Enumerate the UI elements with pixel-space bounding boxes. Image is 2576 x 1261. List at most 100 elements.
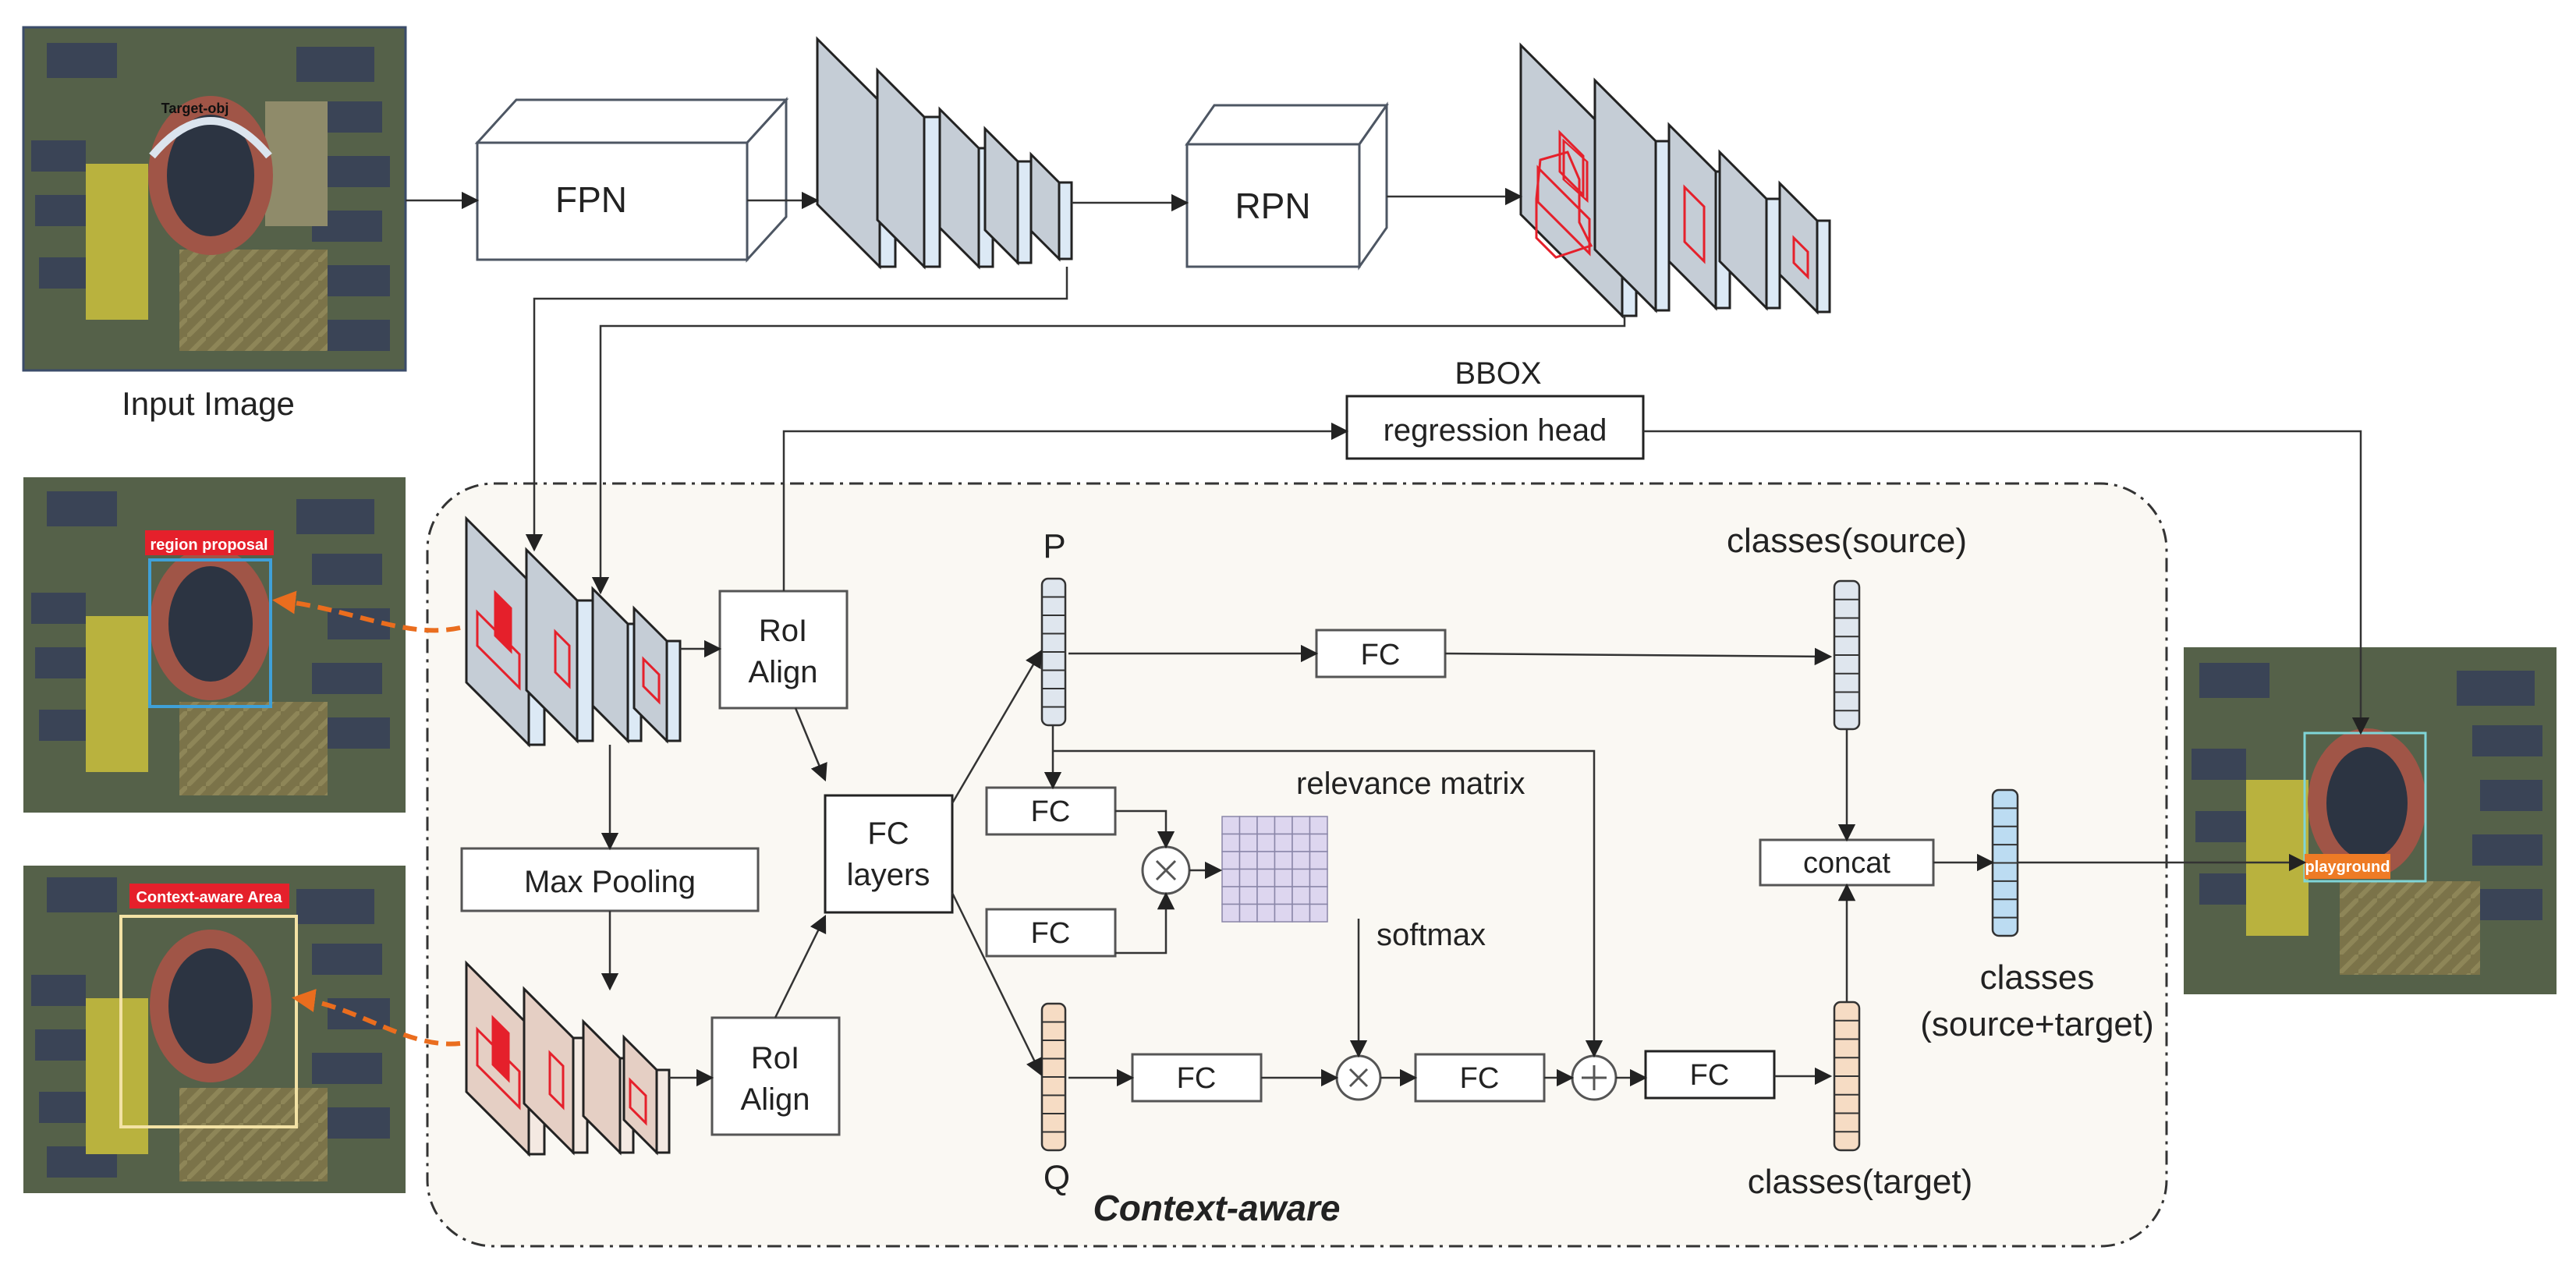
fc-layers-block: FC layers bbox=[824, 794, 954, 914]
relevance-matrix-cell bbox=[1292, 816, 1311, 835]
svg-text:FC: FC bbox=[1361, 639, 1401, 671]
relevance-matrix-label: relevance matrix bbox=[1296, 767, 1525, 801]
classes-all-label-2: (source+target) bbox=[1920, 1005, 2154, 1043]
relevance-matrix-cell bbox=[1274, 886, 1293, 905]
relevance-matrix-cell bbox=[1256, 851, 1276, 870]
region-proposal-image: region proposal bbox=[23, 477, 406, 813]
rpn-label: RPN bbox=[1235, 186, 1310, 226]
relevance-matrix-cell bbox=[1309, 868, 1328, 887]
fpn-block: FPN bbox=[474, 97, 789, 263]
fpn-label: FPN bbox=[555, 179, 627, 220]
relevance-matrix-cell bbox=[1292, 903, 1311, 923]
fc-q-branch-1: FC bbox=[1131, 1053, 1263, 1103]
svg-text:FC: FC bbox=[1460, 1062, 1500, 1095]
relevance-matrix-cell bbox=[1238, 903, 1258, 923]
roi-align-bottom: RoI Align bbox=[710, 1016, 841, 1136]
svg-text:Max Pooling: Max Pooling bbox=[524, 865, 696, 899]
multiply-operator-1 bbox=[1141, 845, 1191, 895]
relevance-matrix-cell bbox=[1292, 833, 1311, 852]
fc-q-branch-2: FC bbox=[1414, 1053, 1546, 1103]
relevance-matrix-cell bbox=[1274, 903, 1293, 923]
relevance-matrix-cell bbox=[1309, 816, 1328, 835]
context-area-tag: Context-aware Area bbox=[136, 889, 282, 906]
bbox-head-label: regression head bbox=[1384, 413, 1607, 448]
svg-text:FC: FC bbox=[1031, 795, 1071, 828]
fc-target-block: FC bbox=[1644, 1050, 1776, 1100]
fc-p-block: FC bbox=[985, 786, 1117, 836]
context-feature-maps bbox=[465, 960, 671, 1157]
rpn-feature-maps bbox=[1519, 42, 1831, 319]
connectors bbox=[406, 187, 2370, 1087]
max-pooling-block: Max Pooling bbox=[460, 847, 760, 912]
rpn-block: RPN bbox=[1185, 101, 1389, 271]
add-operator bbox=[1571, 1054, 1618, 1101]
roi-align-top: RoI Align bbox=[718, 590, 849, 710]
svg-text:layers: layers bbox=[847, 858, 930, 892]
relevance-matrix-cell bbox=[1221, 851, 1241, 870]
svg-text:Align: Align bbox=[749, 655, 818, 689]
input-image-tag: Target-obj bbox=[161, 101, 229, 116]
q-vector bbox=[1040, 1002, 1067, 1152]
relevance-matrix-cell bbox=[1221, 816, 1241, 835]
relevance-matrix-cell bbox=[1221, 868, 1241, 887]
classes-all-label-1: classes bbox=[1980, 958, 2095, 997]
context-aware-label: Context-aware bbox=[1093, 1188, 1341, 1228]
svg-text:RoI: RoI bbox=[759, 614, 807, 648]
relevance-matrix-cell bbox=[1238, 868, 1258, 887]
relevance-matrix-cell bbox=[1274, 868, 1293, 887]
relevance-matrix-cell bbox=[1309, 833, 1328, 852]
svg-text:FC: FC bbox=[867, 816, 909, 851]
output-image: playground bbox=[2184, 647, 2557, 994]
svg-text:concat: concat bbox=[1803, 847, 1890, 880]
svg-text:FC: FC bbox=[1690, 1059, 1730, 1092]
output-image-tag: playground bbox=[2305, 859, 2390, 876]
relevance-matrix-cell bbox=[1256, 903, 1276, 923]
relevance-matrix-cell bbox=[1256, 886, 1276, 905]
relevance-matrix-cell bbox=[1292, 851, 1311, 870]
relevance-matrix-cell bbox=[1292, 886, 1311, 905]
input-image-label: Input Image bbox=[122, 385, 295, 422]
relevance-matrix-cell bbox=[1221, 903, 1241, 923]
classes-source-vector bbox=[1833, 579, 1861, 731]
relevance-matrix-cell bbox=[1238, 851, 1258, 870]
input-image: Target-obj bbox=[22, 26, 407, 372]
svg-text:FC: FC bbox=[1177, 1062, 1217, 1095]
fc-source-block: FC bbox=[1315, 629, 1447, 678]
classes-target-vector bbox=[1833, 1001, 1861, 1152]
relevance-matrix-cell bbox=[1292, 868, 1311, 887]
svg-text:RoI: RoI bbox=[751, 1041, 799, 1075]
bbox-regression-head: BBOX regression head bbox=[1345, 356, 1645, 460]
bbox-title: BBOX bbox=[1455, 356, 1541, 391]
multiply-operator-2 bbox=[1335, 1054, 1382, 1101]
relevance-matrix bbox=[1221, 816, 1328, 923]
p-vector bbox=[1040, 577, 1067, 727]
relevance-matrix-cell bbox=[1221, 833, 1241, 852]
p-label: P bbox=[1043, 527, 1065, 565]
q-label: Q bbox=[1044, 1159, 1070, 1197]
relevance-matrix-cell bbox=[1221, 886, 1241, 905]
relevance-matrix-cell bbox=[1274, 851, 1293, 870]
relevance-matrix-cell bbox=[1238, 886, 1258, 905]
relevance-matrix-cell bbox=[1256, 816, 1276, 835]
classes-target-label: classes(target) bbox=[1748, 1163, 1973, 1201]
context-area-image: Context-aware Area bbox=[23, 866, 406, 1193]
svg-text:Align: Align bbox=[741, 1082, 810, 1117]
proposal-dashed-link bbox=[272, 590, 461, 633]
relevance-matrix-cell bbox=[1309, 851, 1328, 870]
relevance-matrix-cell bbox=[1238, 833, 1258, 852]
region-proposal-tag: region proposal bbox=[150, 537, 268, 554]
fc-q-block: FC bbox=[985, 908, 1117, 958]
relevance-matrix-cell bbox=[1256, 833, 1276, 852]
roi-feature-maps bbox=[465, 515, 682, 748]
classes-all-vector bbox=[1991, 788, 2019, 937]
classes-source-label: classes(source) bbox=[1727, 522, 1967, 560]
svg-text:FC: FC bbox=[1031, 917, 1071, 950]
relevance-matrix-cell bbox=[1238, 816, 1258, 835]
fpn-feature-maps bbox=[816, 36, 1073, 270]
relevance-matrix-cell bbox=[1274, 816, 1293, 835]
concat-block: concat bbox=[1759, 838, 1935, 887]
relevance-matrix-cell bbox=[1309, 903, 1328, 923]
softmax-label: softmax bbox=[1377, 918, 1486, 952]
relevance-matrix-cell bbox=[1256, 868, 1276, 887]
